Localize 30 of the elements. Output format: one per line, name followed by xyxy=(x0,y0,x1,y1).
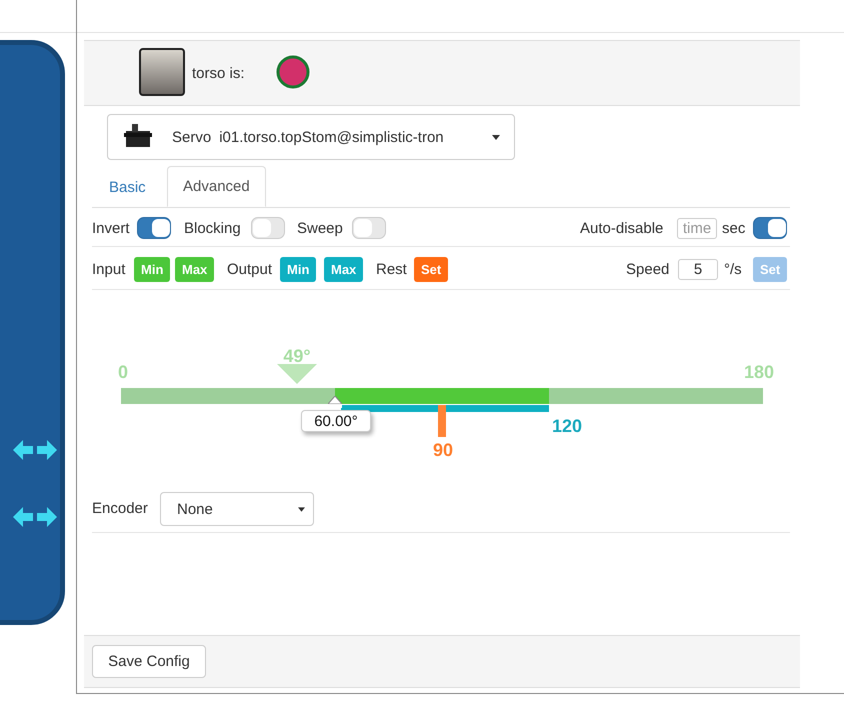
set-button: Set xyxy=(414,257,448,282)
toggle-label: Sweep xyxy=(297,221,343,236)
value-tooltip: 60.00° xyxy=(301,410,371,432)
set-button: Min xyxy=(280,257,316,282)
save-button: Save Config xyxy=(92,645,206,678)
status-label: torso is: xyxy=(192,66,245,81)
input-field: 5 xyxy=(678,259,718,280)
row-label: Rest xyxy=(376,262,407,277)
row-label: Speed xyxy=(626,262,670,277)
row-label: Output xyxy=(227,262,272,277)
output-max-label: 120 xyxy=(552,417,582,435)
range-max-label: 180 xyxy=(744,363,774,381)
encoder-dropdown: None xyxy=(160,492,314,526)
field-label: Encoder xyxy=(92,501,148,516)
set-button: Max xyxy=(324,257,364,282)
tab: Advanced xyxy=(167,166,266,207)
unit-label: sec xyxy=(722,221,746,236)
position-value: 49° xyxy=(283,347,311,365)
toggle-label: Blocking xyxy=(184,221,241,236)
input-field: time xyxy=(677,218,717,239)
row-label: Input xyxy=(92,262,126,277)
set-button: Min xyxy=(134,257,170,282)
set-button: Max xyxy=(175,257,214,282)
toggle-label: Invert xyxy=(92,221,130,236)
unit-label: °/s xyxy=(724,262,742,277)
rest-value-label: 90 xyxy=(432,441,454,459)
set-button: Set xyxy=(753,257,788,282)
toggle-label: Auto-disable xyxy=(580,221,664,236)
service-dropdown: Servo i01.torso.topStom@simplistic-tron xyxy=(107,114,515,160)
range-min-label: 0 xyxy=(118,363,128,381)
